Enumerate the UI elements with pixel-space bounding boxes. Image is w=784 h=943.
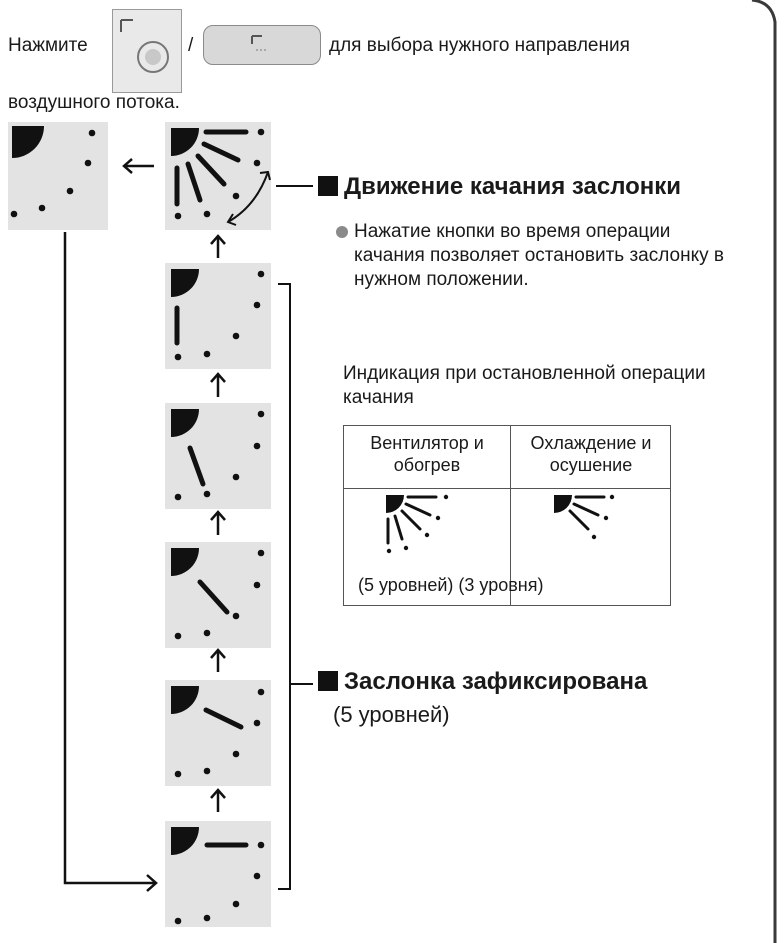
arrow-up-icon <box>210 234 226 812</box>
three-level-louver-icon <box>554 494 615 540</box>
square-bullet-icon <box>318 176 338 196</box>
fixed-sub: (5 уровней) <box>333 702 450 727</box>
louver-long-button-icon <box>203 25 321 65</box>
arrow-left-icon <box>122 158 154 174</box>
five-level-louver-icon <box>386 494 449 554</box>
instruction-slash: / <box>188 35 194 56</box>
indication-label: Индикация при остановленной операции кач… <box>343 363 706 408</box>
louver-remote-button-icon <box>112 9 182 93</box>
levels-text: (5 уровней) (3 уровня) <box>358 575 544 595</box>
auto-louver-icon <box>8 122 108 230</box>
louver-position-4-icon <box>165 680 271 786</box>
instruction-for-selecting: для выбора нужного направления <box>329 35 630 56</box>
table-header-cool-dry: Охлаждение и осушение <box>530 433 652 475</box>
arrow-return-icon <box>63 232 158 892</box>
instruction-airflow: воздушного потока. <box>8 92 180 113</box>
louver-position-2-icon <box>165 403 271 509</box>
fixed-heading: Заслонка зафиксирована <box>318 668 647 696</box>
indication-table: Вентилятор и обогрев Охлаждение и осушен… <box>343 425 671 606</box>
louver-position-3-icon <box>165 542 271 648</box>
swing-heading: Движение качания заслонки <box>318 173 681 201</box>
louver-position-1-icon <box>165 263 271 369</box>
square-bullet-icon <box>318 671 338 691</box>
swing-note: Нажатие кнопки во время операции качания… <box>354 221 724 290</box>
louver-position-5-icon <box>165 821 271 927</box>
table-header-fan-heat: Вентилятор и обогрев <box>370 433 484 475</box>
instruction-press: Нажмите <box>8 35 88 56</box>
indication-icons <box>386 494 615 554</box>
swing-louver-icon <box>165 122 271 230</box>
bullet-dot-icon <box>336 226 348 238</box>
